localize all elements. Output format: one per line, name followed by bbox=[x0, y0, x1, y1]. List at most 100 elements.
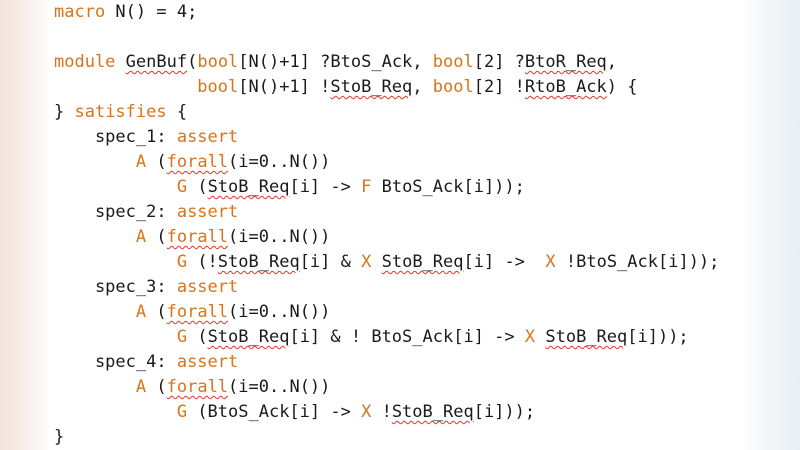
code-token: spec_1: bbox=[54, 127, 177, 147]
code-token: (i=0..N()) bbox=[228, 152, 331, 172]
code-token: ) { bbox=[606, 77, 638, 97]
spellcheck-token: RtoB_Ack bbox=[524, 77, 607, 97]
keyword-token: X bbox=[545, 252, 556, 272]
code-token bbox=[54, 177, 177, 197]
code-line: bool[N()+1] !StoB_Req, bool[2] !RtoB_Ack… bbox=[54, 75, 719, 100]
code-token: [N()+1] ! bbox=[238, 77, 331, 97]
code-token: (BtoS_Ack[i] -> bbox=[187, 402, 362, 422]
code-token: ! bbox=[371, 402, 392, 422]
keyword-token: G bbox=[176, 177, 188, 197]
spellcheck-token: StoB_Req bbox=[545, 327, 628, 347]
code-token: [i] & ! BtoS_Ack[i] -> bbox=[289, 327, 525, 347]
code-token: [i])); bbox=[627, 327, 689, 347]
code-line: A (forall(i=0..N()) bbox=[54, 225, 719, 250]
code-token: ( bbox=[187, 327, 208, 347]
code-line: G (!StoB_Req[i] & X StoB_Req[i] -> X !Bt… bbox=[54, 250, 720, 275]
spellcheck-token: StoB_Req bbox=[391, 402, 474, 422]
code-line: module GenBuf(bool[N()+1] ?BtoS_Ack, boo… bbox=[54, 50, 719, 75]
code-line: A (forall(i=0..N()) bbox=[54, 150, 719, 175]
keyword-token: A bbox=[135, 377, 147, 397]
spellcheck-token: StoB_Req bbox=[207, 177, 290, 197]
code-line bbox=[54, 25, 719, 50]
code-token: [2] ! bbox=[473, 77, 525, 97]
code-token: [i] -> bbox=[289, 177, 362, 197]
code-line: spec_3: assert bbox=[54, 275, 719, 300]
code-token: !BtoS_Ack[i])); bbox=[555, 252, 720, 272]
spellcheck-token: StoB_Req bbox=[207, 327, 290, 347]
code-token: ( bbox=[146, 302, 167, 322]
keyword-token: G bbox=[176, 327, 188, 347]
code-token: ( bbox=[146, 152, 167, 172]
keyword-token: assert bbox=[176, 352, 239, 372]
spellcheck-token: StoB_Req bbox=[381, 252, 464, 272]
code-token bbox=[54, 227, 136, 247]
keyword-token: A bbox=[135, 227, 147, 247]
code-token: N() = 4; bbox=[105, 2, 198, 22]
keyword-token: bool bbox=[197, 52, 239, 72]
code-line: G (BtoS_Ack[i] -> X !StoB_Req[i])); bbox=[54, 400, 719, 425]
code-token: { bbox=[166, 102, 188, 122]
code-token: ( bbox=[187, 177, 208, 197]
keyword-token: X bbox=[361, 402, 372, 422]
code-token: , bbox=[606, 52, 618, 72]
keyword-token-spellcheck: forall bbox=[166, 377, 229, 397]
code-token: (i=0..N()) bbox=[228, 227, 331, 247]
keyword-token: bool bbox=[432, 52, 474, 72]
code-line: A (forall(i=0..N()) bbox=[54, 375, 719, 400]
code-token bbox=[54, 252, 177, 272]
keyword-token: A bbox=[135, 302, 147, 322]
spellcheck-token: StoB_Req bbox=[330, 77, 413, 97]
code-token: , bbox=[412, 77, 433, 97]
code-token: ( bbox=[146, 227, 167, 247]
keyword-token: bool bbox=[432, 77, 474, 97]
code-token bbox=[54, 402, 177, 422]
code-line: spec_1: assert bbox=[54, 125, 719, 150]
code-line: G (StoB_Req[i] & ! BtoS_Ack[i] -> X StoB… bbox=[54, 325, 719, 350]
code-token: ( bbox=[187, 52, 198, 72]
spellcheck-token: GenBuf bbox=[125, 52, 188, 72]
code-token bbox=[535, 327, 545, 347]
keyword-token: bool bbox=[197, 77, 239, 97]
left-edge-blur bbox=[0, 0, 48, 450]
code-token bbox=[54, 327, 177, 347]
code-token bbox=[54, 152, 136, 172]
keyword-token: assert bbox=[176, 127, 239, 147]
keyword-token-spellcheck: forall bbox=[166, 227, 229, 247]
code-line: A (forall(i=0..N()) bbox=[54, 300, 719, 325]
keyword-token: macro bbox=[54, 2, 106, 22]
code-token: spec_3: bbox=[54, 277, 177, 297]
code-token bbox=[54, 77, 197, 97]
code-token: ( bbox=[146, 377, 167, 397]
code-token: [N()+1] ?BtoS_Ack, bbox=[238, 52, 433, 72]
code-token: (i=0..N()) bbox=[228, 377, 331, 397]
code-token: spec_4: bbox=[54, 352, 177, 372]
keyword-token-spellcheck: forall bbox=[166, 302, 229, 322]
code-token: [i])); bbox=[473, 402, 536, 422]
keyword-token: module bbox=[54, 52, 116, 72]
keyword-token: G bbox=[176, 402, 188, 422]
code-token: [i] & bbox=[299, 252, 362, 272]
code-token: spec_2: bbox=[54, 202, 177, 222]
code-block: macro N() = 4; module GenBuf(bool[N()+1]… bbox=[54, 0, 719, 450]
keyword-token-spellcheck: forall bbox=[166, 152, 229, 172]
keyword-token: G bbox=[176, 252, 188, 272]
code-token: BtoS_Ack[i])); bbox=[371, 177, 525, 197]
code-token: } bbox=[54, 427, 65, 447]
code-token: } bbox=[54, 102, 75, 122]
code-token: (! bbox=[187, 252, 218, 272]
code-token bbox=[371, 252, 381, 272]
keyword-token: X bbox=[361, 252, 372, 272]
spellcheck-token: StoB_Req bbox=[217, 252, 300, 272]
code-token bbox=[54, 377, 136, 397]
code-token bbox=[54, 302, 136, 322]
code-line: G (StoB_Req[i] -> F BtoS_Ack[i])); bbox=[54, 175, 719, 200]
code-line: macro N() = 4; bbox=[54, 0, 719, 25]
keyword-token: X bbox=[524, 327, 536, 347]
code-line: } bbox=[54, 425, 719, 450]
keyword-token: assert bbox=[176, 202, 239, 222]
keyword-token: assert bbox=[176, 277, 239, 297]
code-line: spec_2: assert bbox=[54, 200, 719, 225]
keyword-token: A bbox=[135, 152, 147, 172]
keyword-token: F bbox=[361, 177, 372, 197]
